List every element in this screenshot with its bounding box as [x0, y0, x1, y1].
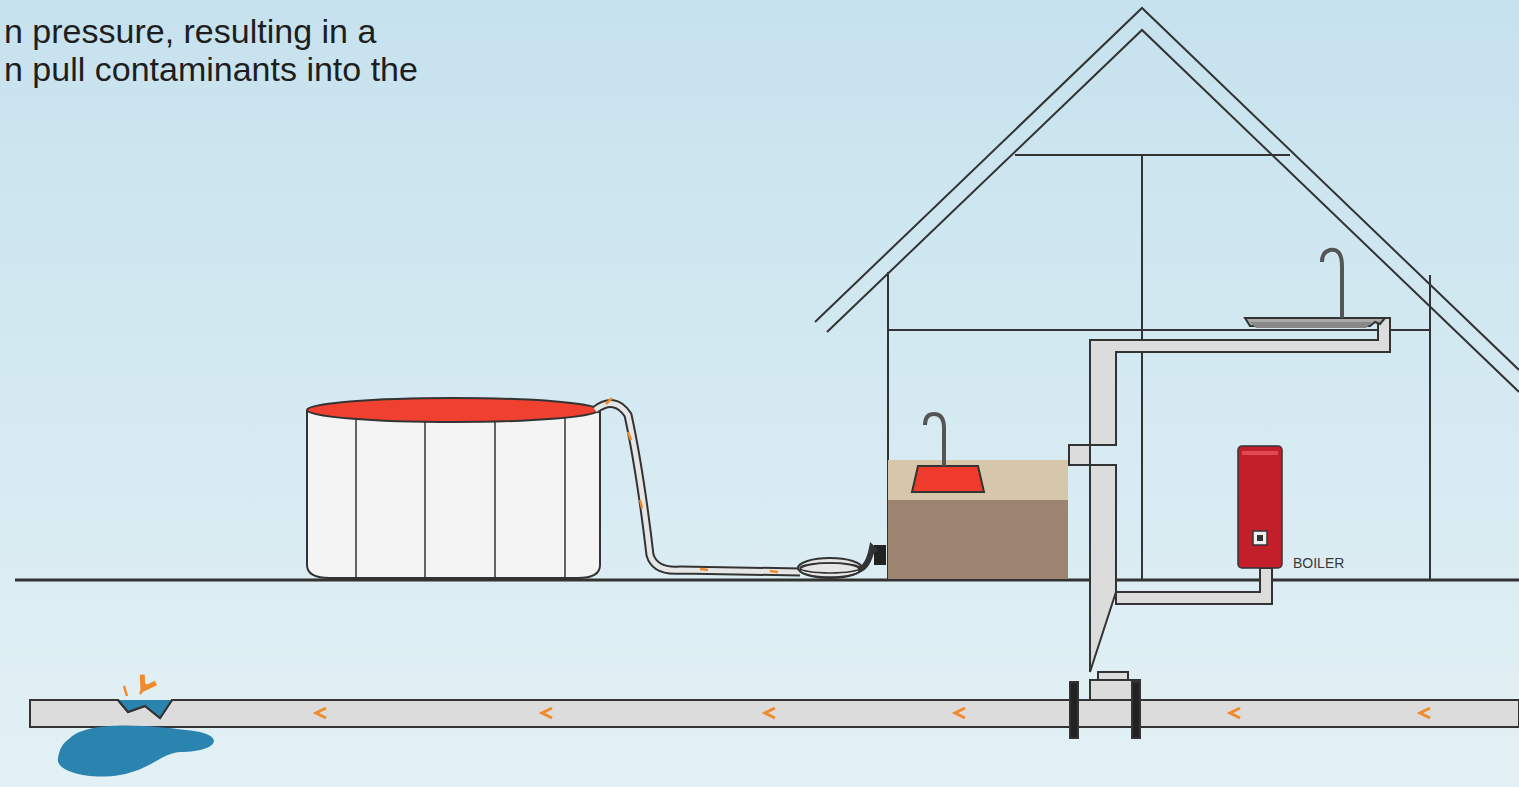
pool [307, 398, 600, 578]
boiler-label: BOILER [1293, 555, 1344, 571]
kitchen-sink [874, 414, 1068, 579]
bathtub [1245, 250, 1385, 328]
note-text: n pull contaminants into the [4, 50, 418, 88]
ground-line [15, 579, 1519, 582]
water-main [30, 684, 1519, 776]
boiler-tank: BOILER [1237, 445, 1283, 569]
flow-arrows [316, 708, 1430, 718]
garden-hose [595, 398, 876, 578]
house [815, 8, 1519, 580]
boiler-body [1237, 445, 1283, 569]
house-plumbing [1069, 318, 1390, 738]
note-text: n pressure, resulting in a [4, 12, 376, 50]
